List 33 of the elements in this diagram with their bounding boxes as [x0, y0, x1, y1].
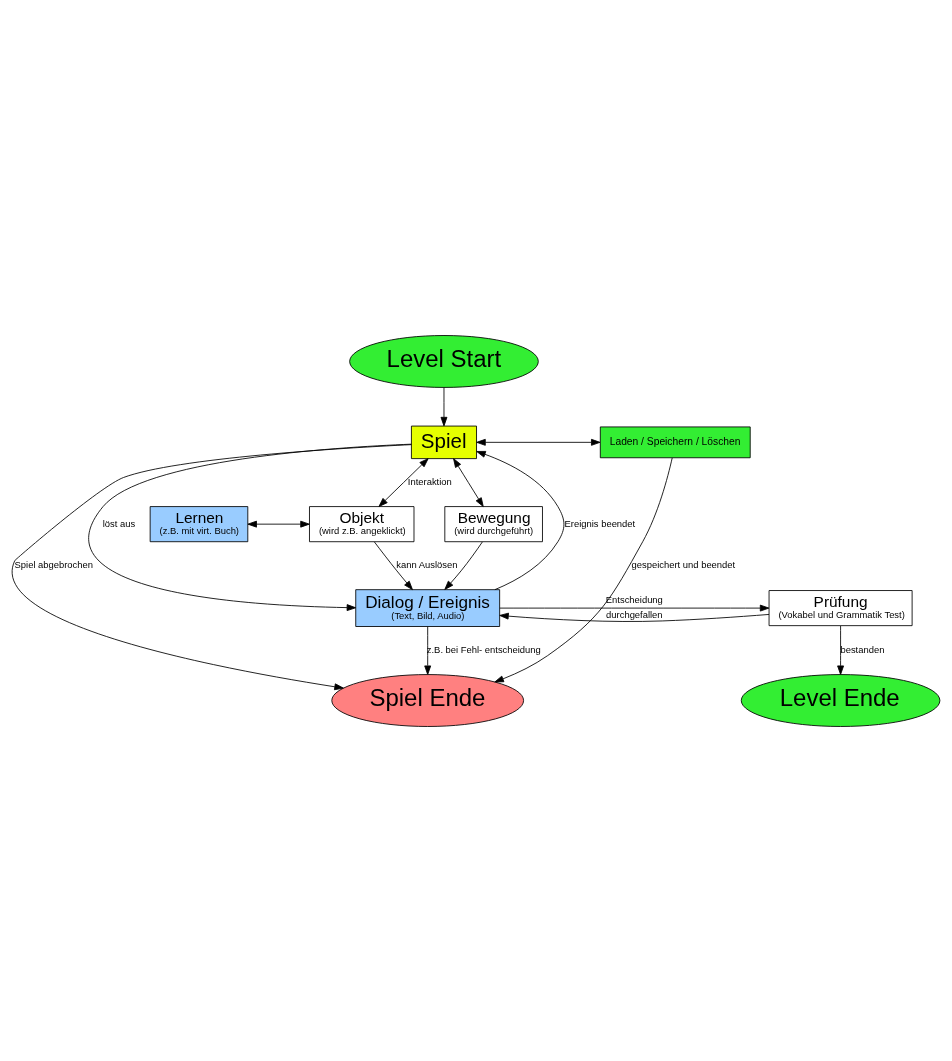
edge-label: Spiel abgebrochen	[14, 558, 94, 570]
arrow	[499, 612, 770, 622]
arrow	[373, 541, 413, 590]
arrow	[378, 457, 429, 507]
edge-label: kann Auslösen	[396, 558, 458, 570]
node-box: Objekt (wird z.B. angeklickt)	[309, 505, 415, 542]
arrow	[440, 386, 448, 426]
edge-label: Entscheidung	[605, 593, 663, 605]
arrow	[247, 520, 310, 528]
edge-label: Ereignis beendet	[564, 517, 636, 529]
arrow	[837, 625, 844, 675]
edge-label: bestanden	[840, 643, 885, 655]
node-ellipse: Level Ende	[740, 673, 941, 727]
arrow	[494, 457, 673, 682]
arrow	[476, 450, 565, 590]
node-box: Lernen (z.B. mit virt. Buch)	[149, 505, 249, 542]
node-ellipse: Level Start	[349, 334, 539, 388]
arrow	[453, 457, 484, 507]
arrow	[476, 438, 601, 446]
edge-label: durchgefallen	[606, 608, 663, 620]
edge-label: Interaktion	[407, 475, 452, 487]
edge-label: löst aus	[102, 517, 136, 529]
arrow	[499, 604, 770, 611]
node-box: Laden / Speichern / Löschen	[599, 426, 751, 458]
arrow	[424, 625, 432, 675]
node-box: Spiel	[411, 425, 477, 459]
edge-label: gespeichert und beendet	[631, 558, 736, 570]
arrow	[88, 443, 412, 611]
node-box: Prüfung (Vokabel und Grammatik Test)	[768, 589, 913, 626]
arrow	[12, 443, 412, 690]
node-box: Dialog / Ereignis (Text, Bild, Audio)	[355, 588, 501, 627]
node-box: Bewegung (wird durchgeführt)	[444, 505, 543, 542]
arrow	[444, 541, 483, 590]
